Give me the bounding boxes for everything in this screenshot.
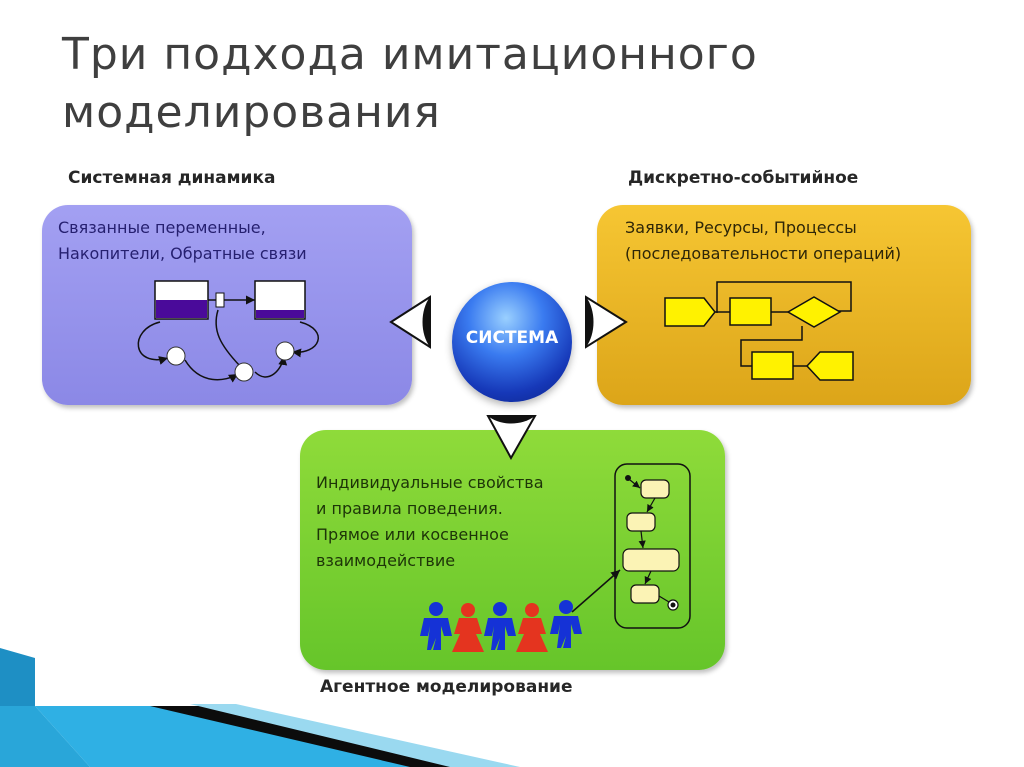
eye-icon xyxy=(389,295,431,349)
title-line-2: моделирования xyxy=(62,87,441,138)
discrete-event-heading: Дискретно-событийное xyxy=(628,168,859,188)
discrete-event-line-2: (последовательности операций) xyxy=(625,244,902,263)
process-flow-icon xyxy=(664,281,854,381)
discrete-event-line-1: Заявки, Ресурсы, Процессы xyxy=(625,218,857,237)
person-icon xyxy=(452,603,484,652)
statechart-icon xyxy=(571,463,691,629)
eye-icon xyxy=(585,295,628,349)
agent-based-line-3: Прямое или косвенное xyxy=(316,525,509,544)
person-icon xyxy=(516,603,548,652)
system-dynamics-panel: Связанные переменные, Накопители, Обратн… xyxy=(42,205,412,405)
person-icon xyxy=(420,602,452,650)
system-dynamics-line-1: Связанные переменные, xyxy=(58,218,266,237)
agent-based-line-4: взаимодействие xyxy=(316,551,456,570)
person-icon xyxy=(484,602,516,650)
system-circle: СИСТЕМА xyxy=(452,282,572,402)
agent-based-line-1: Индивидуальные свойства xyxy=(316,473,544,492)
eye-icon xyxy=(486,415,537,461)
person-icon xyxy=(550,600,582,648)
slide-title: Три подхода имитационного моделирования xyxy=(62,26,962,142)
agent-based-heading: Агентное моделирование xyxy=(320,677,573,697)
stock-flow-icon xyxy=(137,280,319,383)
system-dynamics-heading: Системная динамика xyxy=(68,168,276,188)
system-label: СИСТЕМА xyxy=(465,328,559,348)
title-line-1: Три подхода имитационного xyxy=(62,29,758,80)
system-dynamics-line-2: Накопители, Обратные связи xyxy=(58,244,307,263)
agent-based-line-2: и правила поведения. xyxy=(316,499,503,518)
